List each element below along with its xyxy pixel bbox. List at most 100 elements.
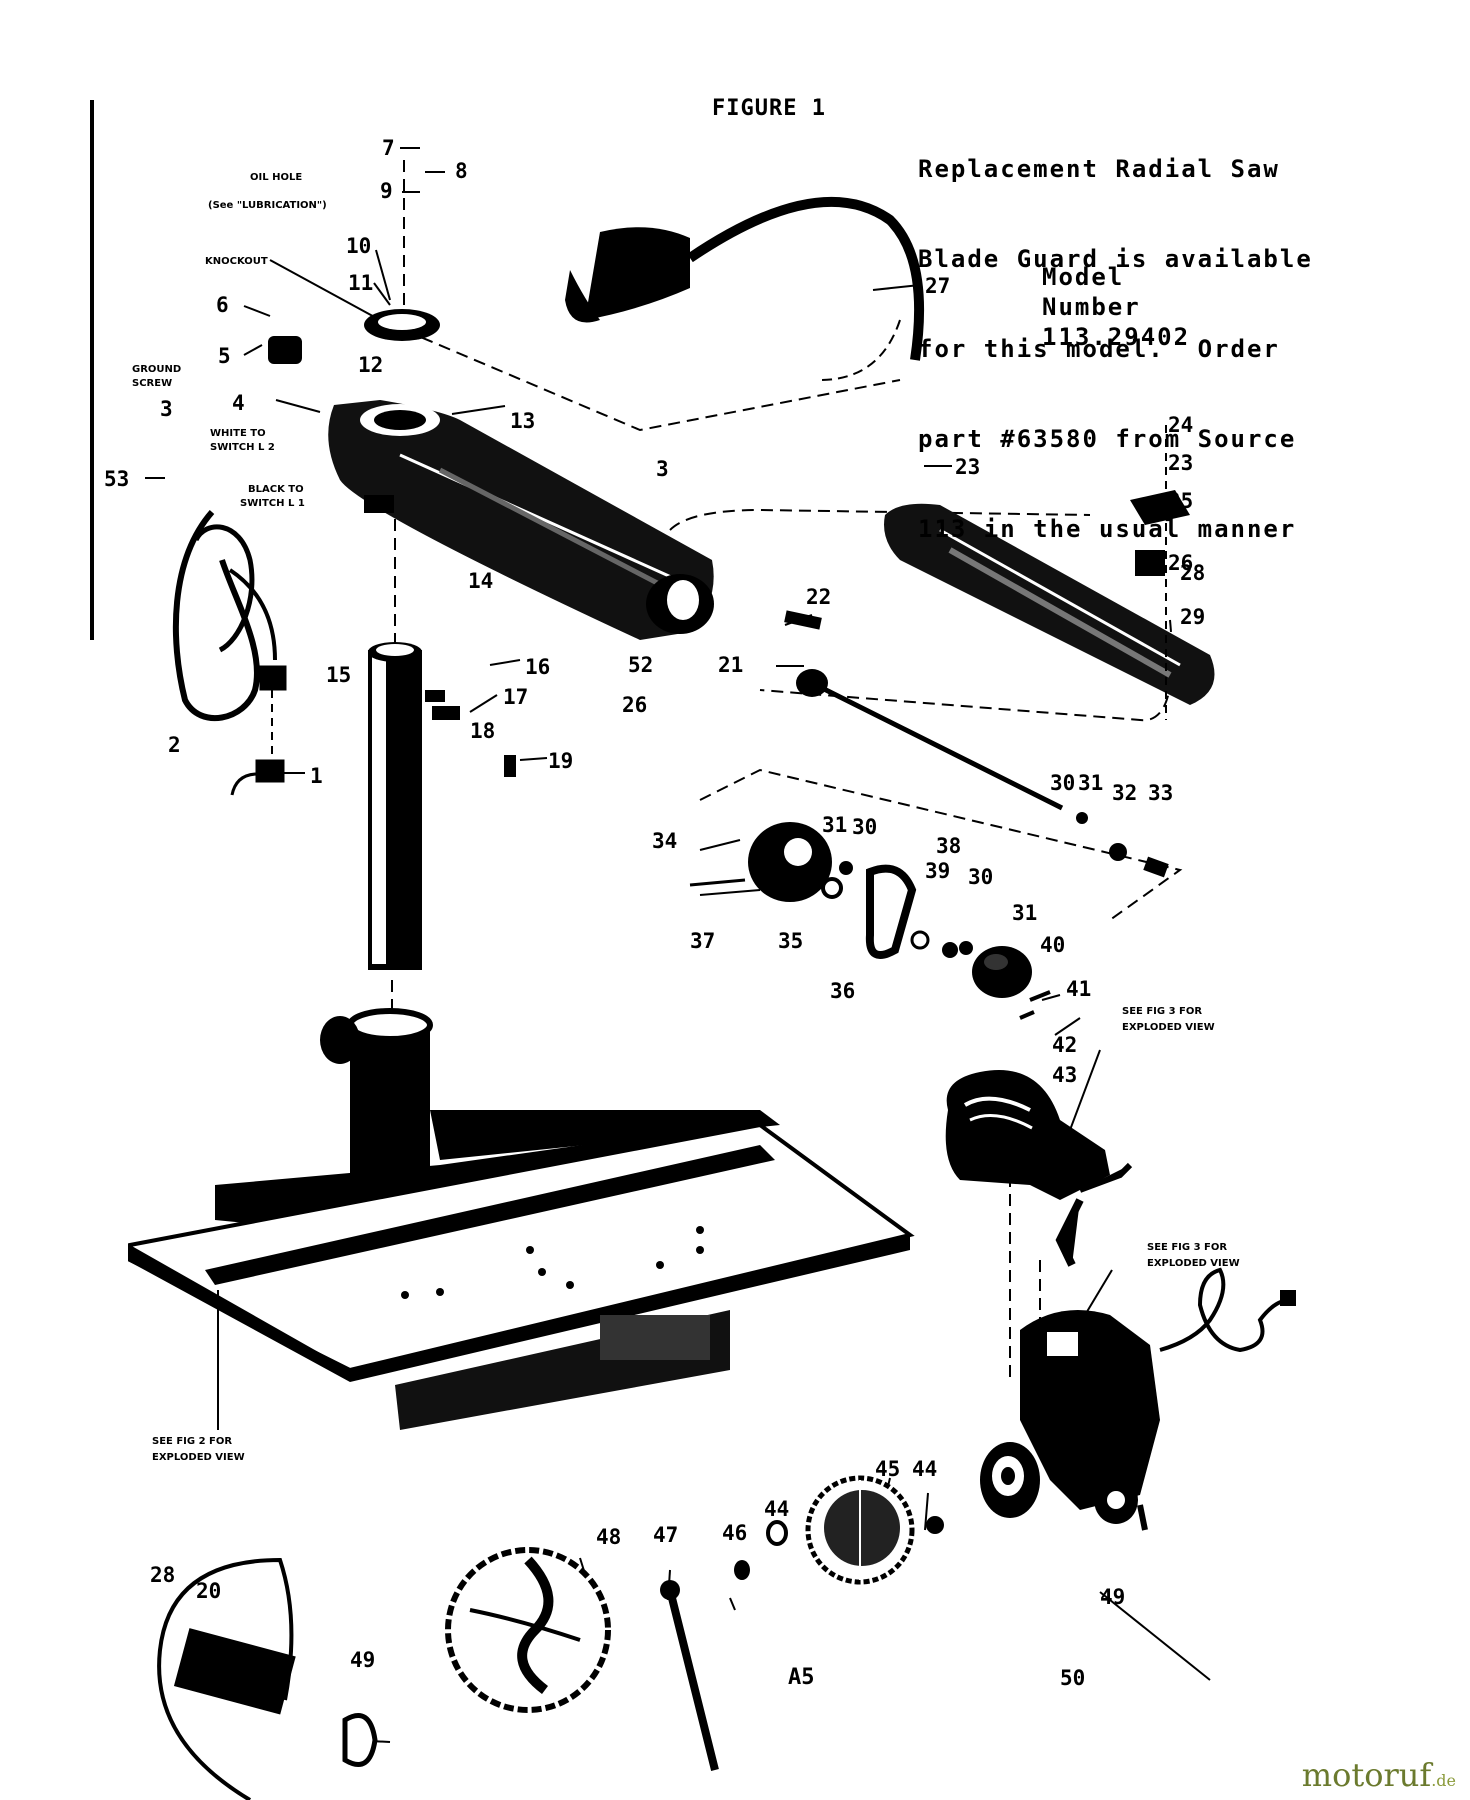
part-label: 29 [1180,605,1205,629]
part-label: 31 [1078,771,1103,795]
arm-cover-illustration [884,425,1215,720]
part-label: 4 [232,391,245,415]
motoruf-watermark: motoruf.de [1302,1756,1456,1794]
part-number-labels-extra: 38 49 20 28 [196,561,1205,1609]
part-label: 3 [160,397,173,421]
part-label: 10 [346,234,371,258]
note-line: for this model. Order [918,335,1280,363]
part-label: 17 [503,685,528,709]
part-label: 43 [1052,1063,1077,1087]
see-fig3-caption-a1: SEE FIG 3 FOR [1122,1006,1202,1017]
part-label: 42 [1052,1033,1077,1057]
watermark-suffix: .de [1431,1771,1456,1790]
black-to-switch-caption-1: BLACK TO [248,484,304,495]
part-label: 20 [196,1579,221,1603]
part-label: 39 [925,859,950,883]
saw-blades-illustration [157,1475,944,1800]
figure-title: FIGURE 1 [712,96,826,121]
part-label: 41 [1066,977,1091,1001]
part-label: 44 [764,1497,789,1521]
part-label: 49 [1100,1585,1125,1609]
oil-hole-caption-2: (See "LUBRICATION") [208,200,327,211]
part-label: 8 [455,159,468,183]
part-label: 5 [218,344,231,368]
part-label: 31 [1012,901,1037,925]
part-label: 7 [382,136,395,160]
blade-guard-illustration [945,1070,1133,1267]
replacement-note: Replacement Radial Saw Blade Guard is av… [918,94,1338,574]
oil-hole-caption-1: OIL HOLE [250,172,302,183]
part-label: 3 [656,457,669,481]
part-label: 44 [912,1457,937,1481]
see-fig3-caption-a2: EXPLODED VIEW [1122,1022,1215,1033]
model-number: 113.29402 [1042,323,1191,351]
part-number-labels: 7 8 9 10 11 12 6 5 4 13 3 53 14 3 15 16 … [104,136,1205,1690]
part-label: 14 [468,569,493,593]
callout-captions: OIL HOLE (See "LUBRICATION") KNOCKOUT GR… [132,172,1240,1463]
power-cord-illustration [172,510,287,796]
part-label: 12 [358,353,383,377]
part-label: 30 [1050,771,1075,795]
ground-screw-caption-2: SCREW [132,378,172,389]
note-line: 113 in the usual manner [918,515,1297,543]
part-label: 28 [1180,561,1205,585]
part-label: 36 [830,979,855,1003]
see-fig2-caption-1: SEE FIG 2 FOR [152,1436,232,1447]
note-line: Blade Guard is available [918,245,1313,273]
part-label: 31 [822,813,847,837]
part-label: 46 [722,1521,747,1545]
white-to-switch-caption-2: SWITCH L 2 [210,442,275,453]
saw-table-illustration [128,1008,915,1430]
rod-illustration [784,610,1169,878]
number-label: Number [1042,293,1141,321]
part-label: 40 [1040,933,1065,957]
black-to-switch-caption-2: SWITCH L 1 [240,498,305,509]
part-label: 15 [326,663,351,687]
see-fig2-caption-2: EXPLODED VIEW [152,1452,245,1463]
part-label: 28 [150,1563,175,1587]
part-label: 18 [470,719,495,743]
radial-arm-illustration [268,309,714,640]
part-label: 49 [350,1648,375,1672]
part-label: 26 [622,693,647,717]
part-label: 24 [1168,413,1193,437]
part-label: 38 [936,834,961,858]
part-label: 16 [525,655,550,679]
ground-screw-caption-1: GROUND [132,364,181,375]
note-line: part #63580 from Source [918,425,1297,453]
part-label: 33 [1148,781,1173,805]
part-label: 47 [653,1523,678,1547]
yoke-parts-illustration [689,822,1051,1020]
see-fig3-caption-b2: EXPLODED VIEW [1147,1258,1240,1269]
part-label: 11 [348,271,373,295]
white-to-switch-caption-1: WHITE TO [210,428,266,439]
part-label: 30 [968,865,993,889]
watermark-brand: motoruf [1301,1756,1432,1794]
part-label: 23 [1168,451,1193,475]
part-label: 22 [806,585,831,609]
page-number: A5 [788,1665,815,1690]
model-label: Model [1042,263,1125,291]
model-number-block: Model Number 113.29402 [1042,262,1190,352]
part-label: 1 [310,764,323,788]
part-label: 6 [216,293,229,317]
note-line: Replacement Radial Saw [918,155,1280,183]
part-label: 13 [510,409,535,433]
part-label: 52 [628,653,653,677]
part-label: 2 [168,733,181,757]
blade-guard-cover-illustration [565,196,925,381]
part-label: 9 [380,179,393,203]
part-label: 26 [1168,551,1193,575]
part-label: 23 [955,455,980,479]
part-label: 25 [1168,489,1193,513]
part-label: 35 [778,929,803,953]
part-label: 50 [1060,1666,1085,1690]
motor-illustration [980,1267,1296,1531]
knockout-caption: KNOCKOUT [205,256,268,267]
part-label: 27 [925,274,950,298]
column-tube-illustration [368,642,516,970]
part-label: 34 [652,829,677,853]
see-fig3-caption-b1: SEE FIG 3 FOR [1147,1242,1227,1253]
part-label: 53 [104,467,129,491]
